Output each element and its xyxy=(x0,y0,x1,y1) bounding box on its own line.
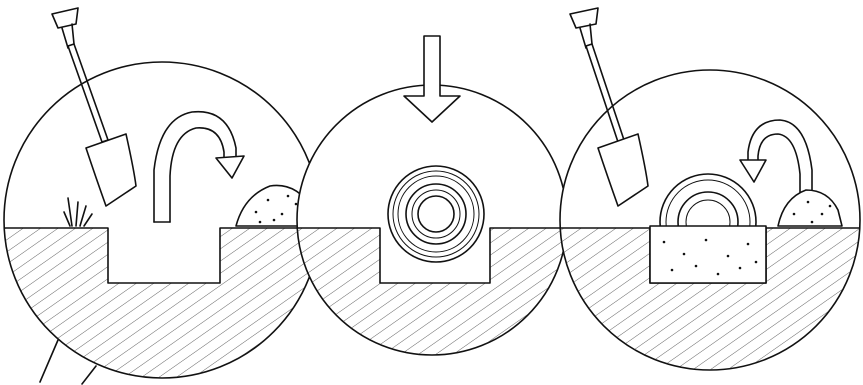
backfill-soil xyxy=(650,226,766,283)
tire-icon xyxy=(388,166,484,262)
panel-2-place-tire xyxy=(290,36,580,385)
panel-1-dig xyxy=(0,8,330,385)
panel-3-backfill xyxy=(560,8,863,385)
